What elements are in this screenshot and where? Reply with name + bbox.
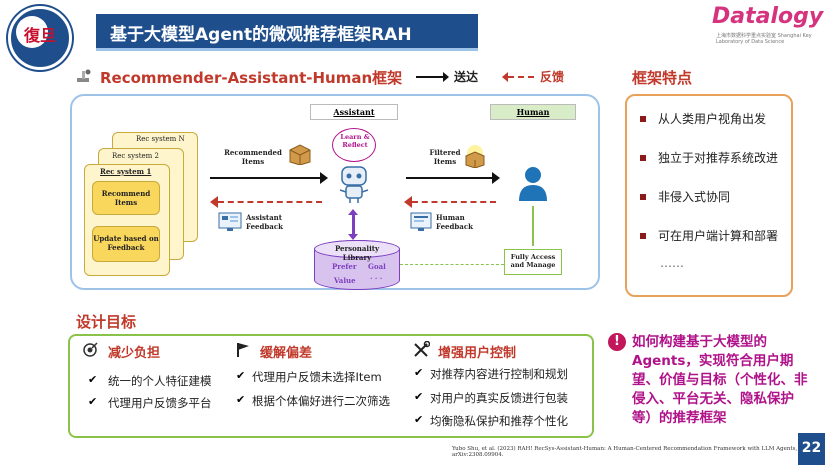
learn-reflect-text: Learn & Reflect bbox=[340, 133, 370, 149]
check-icon: ✔ bbox=[414, 366, 424, 379]
check-icon: ✔ bbox=[88, 395, 98, 408]
rec-system-2-label: Rec system 2 bbox=[112, 152, 159, 160]
send-arrow-head-icon bbox=[443, 72, 449, 82]
personality-library-label: Personality Library bbox=[334, 244, 380, 262]
page-number: 22 bbox=[798, 433, 825, 465]
feature-item: 非侵入式协同 bbox=[658, 190, 731, 204]
feedback-arrow-head-icon bbox=[502, 72, 508, 82]
feature-item: 可在用户端计算和部署 bbox=[658, 229, 779, 243]
recommended-items-label: Recommended Items bbox=[224, 148, 282, 166]
manage-link-vertical bbox=[532, 206, 534, 246]
filtered-arrow-line bbox=[406, 177, 494, 179]
goal-item: 代理用户反馈多平台 bbox=[108, 396, 212, 410]
library-ellipsis: · · · bbox=[370, 274, 383, 283]
goals-box bbox=[68, 334, 594, 438]
learn-reflect-bubble bbox=[332, 128, 376, 162]
logo-mark: 復旦 bbox=[24, 26, 57, 45]
title-accent-bar bbox=[96, 48, 478, 51]
package-glow-icon bbox=[462, 144, 488, 169]
assistant-feedback-arrow-line bbox=[218, 201, 322, 203]
human-feedback-arrow-head-icon bbox=[404, 196, 412, 208]
package-icon bbox=[288, 143, 312, 166]
rec-system-n-label: Rec system N bbox=[136, 135, 185, 143]
fully-access-box: Fully Access and Manage bbox=[504, 249, 562, 275]
robot-assistant-icon bbox=[334, 164, 374, 204]
features-box bbox=[625, 94, 793, 297]
check-icon: ✔ bbox=[236, 393, 246, 406]
legend-send: 送达 bbox=[454, 70, 479, 84]
check-icon: ✔ bbox=[236, 369, 246, 382]
assistant-header: Assistant bbox=[310, 104, 398, 120]
check-icon: ✔ bbox=[88, 373, 98, 386]
human-user-icon bbox=[518, 166, 548, 202]
flag-icon bbox=[236, 342, 250, 358]
feature-item: 从人类用户视角出发 bbox=[658, 112, 767, 126]
goal-label: Goal bbox=[368, 262, 386, 271]
bullet-square-icon bbox=[640, 155, 646, 161]
robot-arm-icon bbox=[76, 68, 94, 82]
goal-item: 根据个体偏好进行二次筛选 bbox=[252, 394, 390, 408]
features-more: …… bbox=[660, 256, 684, 270]
recommend-items-box: Recommend Items bbox=[92, 181, 160, 215]
tools-icon bbox=[412, 340, 431, 359]
send-arrow-line bbox=[416, 76, 446, 78]
assistant-feedback-label: Assistant Feedback bbox=[246, 213, 283, 231]
human-header: Human bbox=[490, 104, 576, 120]
goal-item: 对用户的真实反馈进行包装 bbox=[430, 391, 568, 405]
exclamation-icon: ! bbox=[608, 333, 626, 351]
framework-title: Recommender-Assistant-Human框架 bbox=[100, 69, 403, 87]
legend-feedback: 反馈 bbox=[540, 70, 565, 84]
rah-framework-diagram bbox=[70, 94, 600, 290]
goal-item: 均衡隐私保护和推荐个性化 bbox=[430, 414, 568, 428]
goal-item: 代理用户反馈未选择Item bbox=[252, 370, 382, 384]
target-icon bbox=[82, 342, 98, 358]
goal-heading: 增强用户控制 bbox=[438, 346, 517, 361]
rec-system-1-label: Rec system 1 bbox=[100, 167, 152, 176]
library-arrow-up-icon bbox=[348, 209, 358, 215]
filtered-arrow-head-icon bbox=[492, 172, 500, 184]
logo-inner-circle bbox=[16, 16, 48, 48]
feature-item: 独立于对推荐系统改进 bbox=[658, 151, 779, 165]
goal-heading: 减少负担 bbox=[108, 346, 161, 361]
goals-title: 设计目标 bbox=[76, 313, 137, 331]
assistant-feedback-arrow-head-icon bbox=[210, 196, 218, 208]
value-label: Value bbox=[334, 276, 356, 285]
slide-title: 基于大模型Agent的微观推荐框架RAH bbox=[96, 14, 478, 48]
manage-link-horizontal bbox=[400, 264, 504, 265]
screen-icon bbox=[218, 212, 242, 232]
bullet-square-icon bbox=[640, 116, 646, 122]
recommended-arrow-head-icon bbox=[320, 172, 328, 184]
human-feedback-label: Human Feedback bbox=[436, 213, 473, 231]
citation: Yubo Shu, et al. (2023) RAH! RecSys-Assi… bbox=[452, 446, 798, 458]
check-icon: ✔ bbox=[414, 390, 424, 403]
feedback-screen-icon bbox=[410, 212, 432, 232]
key-question: 如何构建基于大模型的Agents，实现符合用户期望、价值与目标（个性化、非侵入、… bbox=[632, 334, 808, 426]
feedback-arrow-line bbox=[508, 76, 534, 78]
human-feedback-arrow-line bbox=[412, 201, 496, 203]
personality-library-top bbox=[314, 240, 400, 258]
check-icon: ✔ bbox=[414, 413, 424, 426]
library-arrow-down-icon bbox=[348, 234, 358, 240]
prefer-label: Prefer bbox=[332, 262, 357, 271]
bullet-square-icon bbox=[640, 194, 646, 200]
update-feedback-box: Update based on Feedback bbox=[92, 226, 160, 262]
datalogy-logo: Datalogy bbox=[712, 4, 824, 29]
library-link-arrow bbox=[352, 214, 355, 236]
datalogy-subtitle: 上海市数据科学重点实验室 Shanghai Key Laboratory of … bbox=[716, 33, 812, 45]
goal-item: 统一的个人特征建模 bbox=[108, 374, 212, 388]
goal-item: 对推荐内容进行控制和规划 bbox=[430, 367, 568, 381]
features-title: 框架特点 bbox=[632, 69, 693, 87]
goal-heading: 缓解偏差 bbox=[260, 346, 313, 361]
bullet-square-icon bbox=[640, 233, 646, 239]
filtered-items-label: Filtered Items bbox=[429, 148, 461, 166]
recommended-arrow-line bbox=[210, 177, 322, 179]
